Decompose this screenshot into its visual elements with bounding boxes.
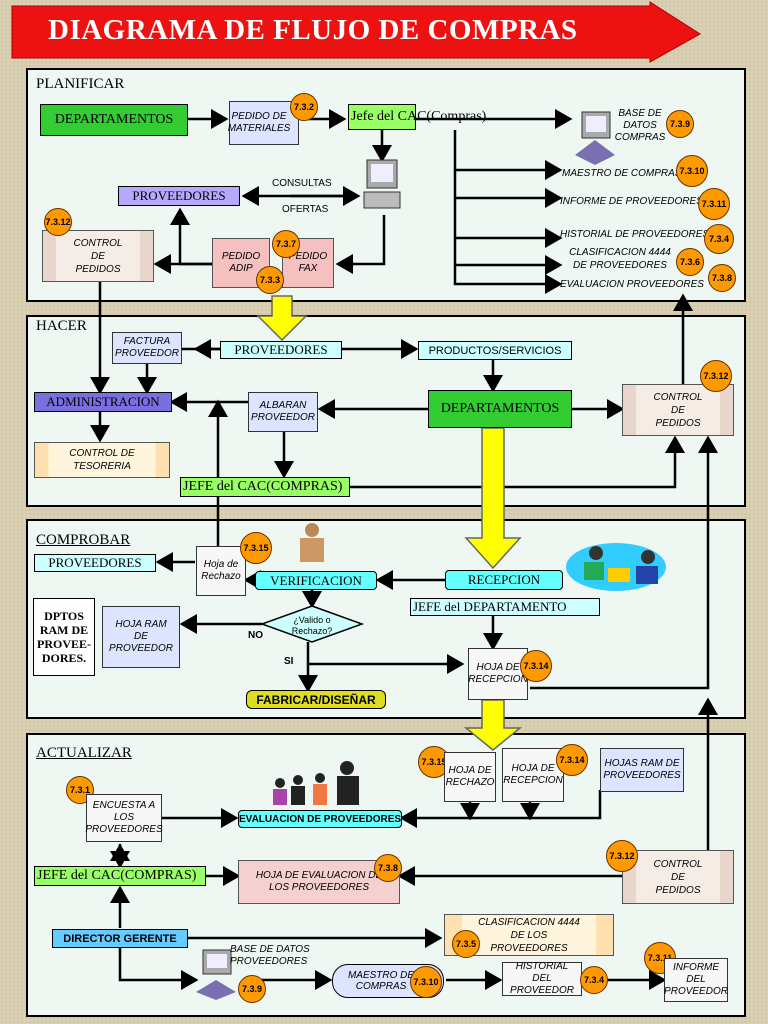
proveedores-plan-box[interactable]: PROVEEDORES [118, 186, 240, 206]
badge-7-3-14-comp: 7.3.14 [520, 650, 552, 682]
si-label: SI [284, 656, 294, 667]
badge-7-3-9-act: 7.3.9 [238, 975, 266, 1003]
base-datos-prov-label: BASE DE DATOS PROVEEDORES [230, 944, 310, 967]
badge-7-3-6: 7.3.6 [676, 248, 704, 276]
jefe-cac-act-box[interactable]: JEFE del CAC(COMPRAS) [34, 866, 206, 886]
control-tesoreria[interactable]: CONTROL DE TESORERIA [34, 442, 170, 478]
verificacion-box[interactable]: VERIFICACION [255, 571, 377, 590]
hoja-recepcion-doc[interactable]: HOJA DE RECEPCION [468, 648, 528, 700]
historial-proveedor-doc[interactable]: HISTORIAL DEL PROVEEDOR [502, 961, 582, 996]
computer-illustrations [196, 111, 615, 1000]
administracion-box[interactable]: ADMINISTRACION [34, 392, 172, 412]
jefe-departamento-box[interactable]: JEFE del DEPARTAMENTO [410, 598, 600, 616]
badge-7-3-8-act: 7.3.8 [374, 854, 402, 882]
productos-servicios-box[interactable]: PRODUCTOS/SERVICIOS [418, 341, 572, 360]
section-title-planificar: PLANIFICAR [36, 76, 125, 92]
director-gerente-box[interactable]: DIRECTOR GERENTE [52, 929, 188, 948]
hoja-recepcion-act-doc[interactable]: HOJA DE RECEPCION [502, 748, 564, 802]
clasificacion-label: CLASIFICACION 4444 DE PROVEEDORES [569, 247, 671, 271]
informe-proveedores-label: INFORME DE PROVEEDORES [560, 196, 703, 207]
pedido-materiales-doc[interactable]: PEDIDO DE MATERIALES [228, 101, 299, 145]
control-pedidos-act[interactable]: CONTROL DE PEDIDOS [622, 850, 734, 904]
badge-7-3-2: 7.3.2 [290, 93, 318, 121]
badge-7-3-12-hacer: 7.3.12 [700, 360, 732, 392]
evaluacion-label: EVALUACION PROVEEDORES [560, 279, 704, 290]
badge-7-3-14-act: 7.3.14 [556, 744, 588, 776]
badge-7-3-12-plan: 7.3.12 [44, 208, 72, 236]
factura-proveedor-doc[interactable]: FACTURA PROVEEDOR [112, 332, 182, 364]
hoja-rechazo-doc[interactable]: Hoja de Rechazo [196, 546, 246, 596]
section-title-comprobar: COMPROBAR [36, 532, 131, 548]
badge-7-3-10-plan: 7.3.10 [676, 155, 708, 187]
departamentos-box[interactable]: DEPARTAMENTOS [40, 104, 188, 136]
badge-7-3-8-plan: 7.3.8 [708, 264, 736, 292]
informe-proveedor-doc[interactable]: INFORME DEL PROVEEDOR [664, 958, 728, 1002]
departamentos-hacer-box[interactable]: DEPARTAMENTOS [428, 390, 572, 428]
evaluacion-proveedores-box[interactable]: EVALUACION DE PROVEEDORES [238, 810, 402, 828]
hoja-ram-doc[interactable]: HOJA RAM DE PROVEEDOR [102, 606, 180, 668]
jefe-cac-box[interactable]: Jefe del CAC(Compras) [348, 104, 486, 130]
badge-7-3-11-plan: 7.3.11 [698, 188, 730, 220]
badge-7-3-3-plan: 7.3.3 [256, 266, 284, 294]
badge-7-3-7: 7.3.7 [272, 230, 300, 258]
hoja-rechazo-act-doc[interactable]: HOJA DE RECHAZO [444, 752, 496, 802]
hojas-ram-doc[interactable]: HOJAS RAM DE PROVEEDORES [600, 748, 684, 792]
recepcion-box[interactable]: RECEPCION [445, 570, 563, 590]
badge-7-3-9-plan: 7.3.9 [666, 110, 694, 138]
maestro-compras-label: MAESTRO DE COMPRAS [562, 168, 682, 179]
encuesta-doc[interactable]: ENCUESTA A LOS PROVEEDORES [85, 794, 163, 842]
dptos-ram-box[interactable]: DPTOS RAM DE PROVEE-DORES. [33, 598, 95, 676]
hoja-evaluacion-doc[interactable]: HOJA DE EVALUACION DE LOS PROVEEDORES [238, 860, 400, 904]
consultas-label: CONSULTAS [272, 178, 332, 189]
badge-7-3-4-plan: 7.3.4 [704, 224, 734, 254]
no-label: NO [248, 630, 263, 641]
proveedores-hacer-box[interactable]: PROVEEDORES [220, 341, 342, 359]
section-title-hacer: HACER [36, 318, 87, 334]
decision-diamond [259, 605, 365, 643]
jefe-cac-hacer-box[interactable]: JEFE del CAC(COMPRAS) [180, 477, 350, 497]
pedido-adip-doc[interactable]: PEDIDO ADIP [212, 238, 270, 288]
fabricar-disenar-box[interactable]: FABRICAR/DISEÑAR [246, 690, 386, 709]
badge-7-3-15-comp: 7.3.15 [240, 532, 272, 564]
proveedores-comprobar-box[interactable]: PROVEEDORES [34, 554, 156, 572]
badge-7-3-4-act: 7.3.4 [580, 966, 608, 994]
control-pedidos-hacer[interactable]: CONTROL DE PEDIDOS [622, 384, 734, 436]
valido-rechazo-label: ¿Valido o Rechazo? [291, 615, 333, 636]
albaran-proveedor-doc[interactable]: ALBARAN PROVEEDOR [248, 392, 318, 432]
badge-7-3-5: 7.3.5 [452, 930, 480, 958]
base-datos-label: BASE DE DATOS COMPRAS [614, 108, 666, 143]
control-pedidos-plan[interactable]: CONTROL DE PEDIDOS [42, 230, 154, 282]
badge-7-3-10-act: 7.3.10 [410, 966, 442, 998]
badge-7-3-12-act: 7.3.12 [606, 840, 638, 872]
page-title: DIAGRAMA DE FLUJO DE COMPRAS [48, 14, 578, 46]
historial-proveedores-label: HISTORIAL DE PROVEEDORES [560, 229, 710, 240]
ofertas-label: OFERTAS [282, 204, 329, 215]
section-title-actualizar: ACTUALIZAR [36, 745, 132, 761]
title-banner [11, 1, 701, 63]
